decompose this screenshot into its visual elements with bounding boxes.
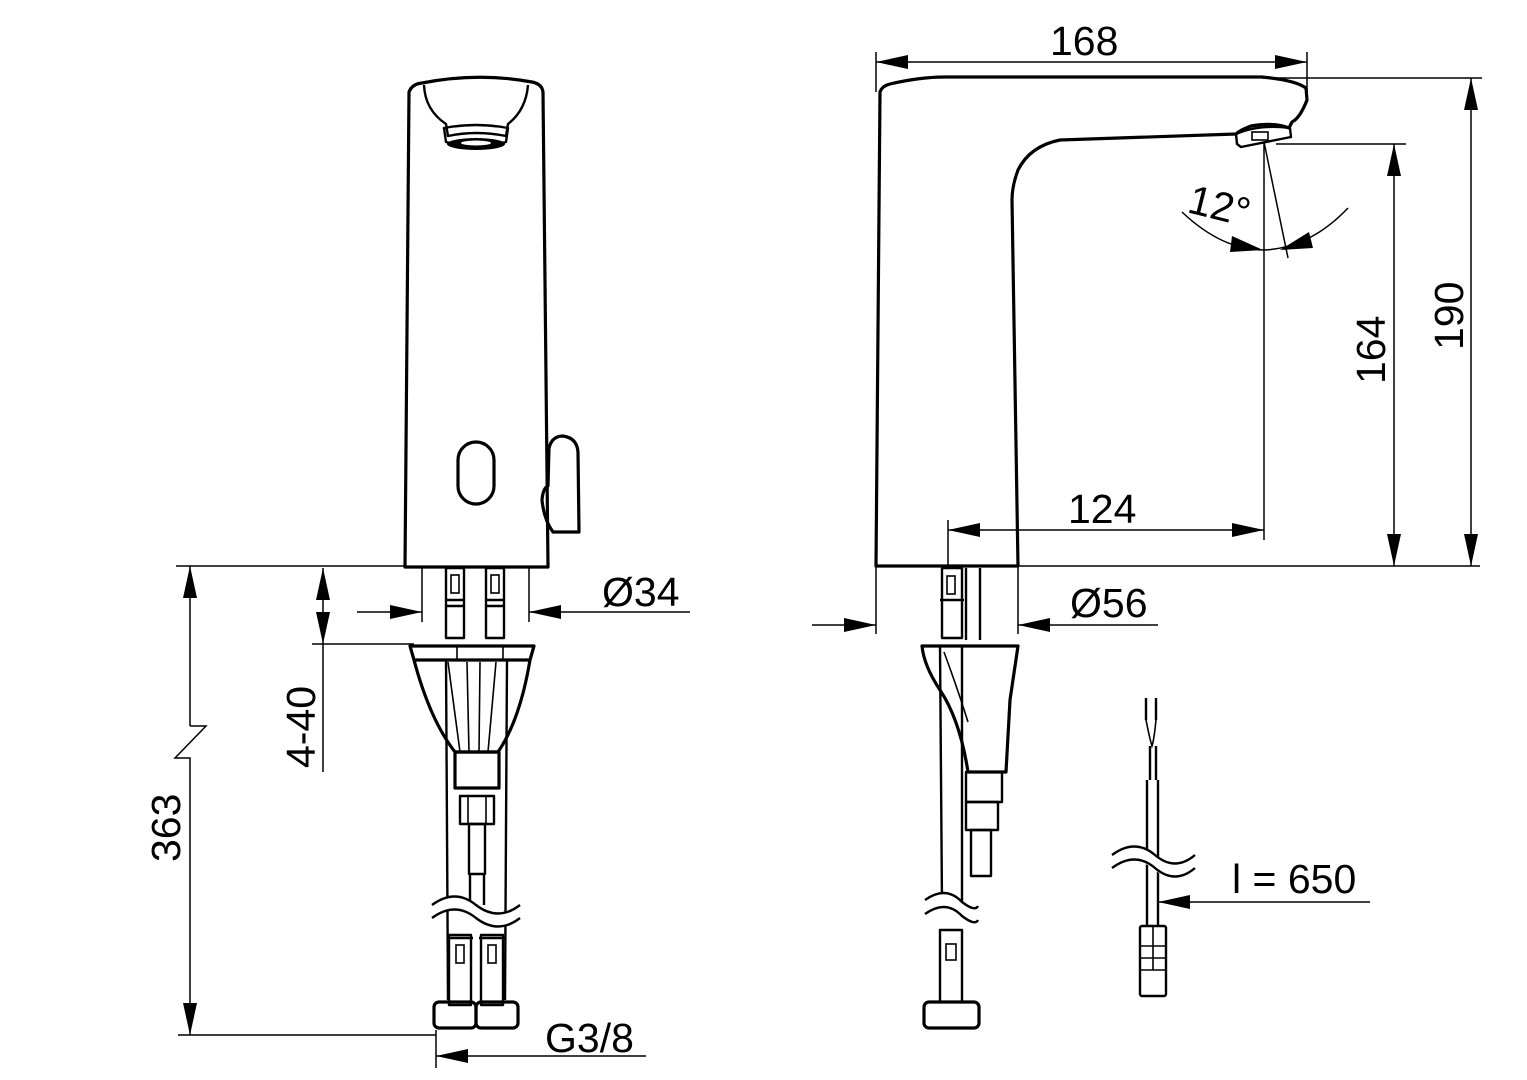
dim-base-diameter-front: Ø34 (602, 569, 680, 615)
supply-pipes-front (408, 566, 536, 1030)
dim-outlet-distance: 124 (1068, 486, 1136, 532)
dimension-lines-side (812, 52, 1482, 909)
dim-total-height: 190 (1426, 282, 1472, 350)
sensor-cable (1111, 698, 1196, 998)
dim-deck-thickness: 4-40 (278, 686, 324, 768)
dim-total-length: 363 (143, 794, 189, 862)
dimension-lines-front (173, 565, 690, 1068)
dim-spray-angle: 12° (1184, 176, 1255, 236)
dim-connection-thread: G3/8 (545, 1015, 634, 1061)
dim-spout-reach: 168 (1050, 18, 1118, 64)
faucet-body-side (874, 75, 1480, 568)
dim-base-diameter-side: Ø56 (1070, 580, 1148, 626)
dim-cable-length: l = 650 (1232, 856, 1356, 902)
dim-outlet-height: 164 (1348, 316, 1394, 384)
faucet-body-front (403, 75, 581, 569)
sensor-window-icon (456, 440, 496, 506)
front-view: 363 4-40 Ø34 G3/8 (143, 75, 690, 1068)
supply-pipes-side (920, 566, 1020, 1030)
lever-handle (540, 434, 581, 534)
side-view: 168 190 164 124 Ø56 12° l = 650 (812, 18, 1482, 1030)
